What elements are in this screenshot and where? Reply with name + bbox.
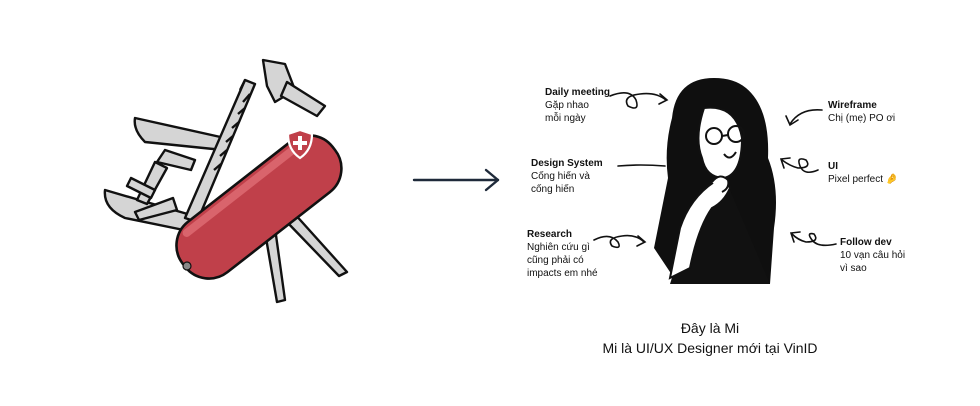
- annotation-follow-dev: Follow dev 10 vạn câu hỏi vì sao: [840, 236, 940, 275]
- swiss-knife-illustration: [103, 58, 349, 304]
- caption-line-1: Đây là Mi: [680, 320, 740, 336]
- annotation-desc: Nghiên cứu gì cũng phải có impacts em nh…: [527, 242, 598, 279]
- annotation-design-system: Design System Cống hiến và cống hiến: [531, 157, 631, 196]
- annotation-desc: Chị (mẹ) PO ơi: [828, 113, 896, 124]
- caption-line-2: Mi là UI/UX Designer mới tại VinID: [602, 340, 818, 356]
- annotation-title: Design System: [531, 158, 603, 169]
- annotation-title: Research: [527, 229, 573, 240]
- annotation-research: Research Nghiên cứu gì cũng phải có impa…: [527, 228, 627, 280]
- annotation-desc: Cống hiến và cống hiến: [531, 171, 590, 195]
- annotation-desc: 10 vạn câu hỏi vì sao: [840, 250, 906, 274]
- annotation-title: Follow dev: [840, 237, 892, 248]
- annotation-wireframe: Wireframe Chị (mẹ) PO ơi: [828, 99, 928, 125]
- arrow-right-icon: [412, 168, 500, 192]
- annotation-desc: Gặp nhao mỗi ngày: [545, 100, 589, 124]
- annotation-daily-meeting: Daily meeting Gặp nhao mỗi ngày: [545, 86, 635, 125]
- annotation-desc: Pixel perfect 🤌: [828, 174, 899, 185]
- woman-illustration: [654, 78, 776, 284]
- annotation-title: Daily meeting: [545, 87, 611, 98]
- annotation-title: Wireframe: [828, 100, 877, 111]
- annotation-ui: UI Pixel perfect 🤌: [828, 160, 928, 186]
- caption: Đây là Mi Mi là UI/UX Designer mới tại V…: [560, 318, 860, 358]
- annotation-title: UI: [828, 161, 838, 172]
